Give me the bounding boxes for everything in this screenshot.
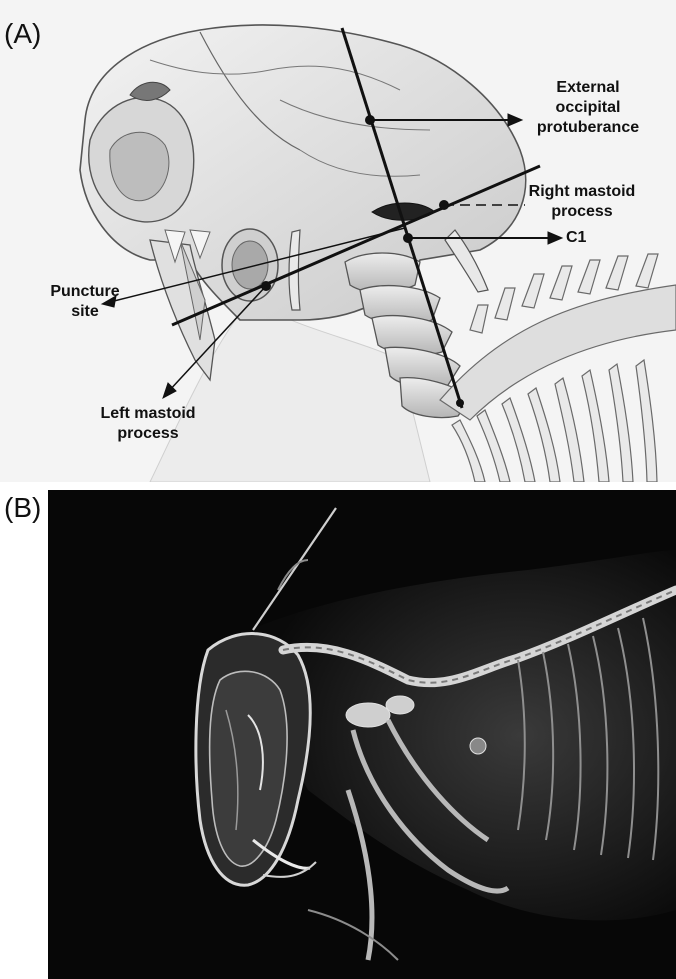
label-line: process: [522, 202, 642, 222]
label-external-occipital-protuberance: External occipital protuberance: [528, 78, 648, 138]
label-c1: C1: [566, 228, 606, 248]
label-right-mastoid-process: Right mastoid process: [522, 182, 642, 222]
label-puncture-site: Puncture site: [40, 282, 130, 322]
label-line: process: [88, 424, 208, 444]
label-line: protuberance: [528, 118, 648, 138]
label-line: site: [40, 302, 130, 322]
label-line: Left mastoid: [88, 404, 208, 424]
panel-a-letter: (A): [4, 18, 41, 50]
panel-b-letter: (B): [4, 492, 41, 524]
panel-a-anatomical-drawing: External occipital protuberance Right ma…: [0, 0, 676, 482]
label-line: Right mastoid: [522, 182, 642, 202]
xray-image: [48, 490, 676, 979]
label-line: C1: [566, 228, 606, 248]
label-line: External: [528, 78, 648, 98]
label-left-mastoid-process: Left mastoid process: [88, 404, 208, 444]
label-line: Puncture: [40, 282, 130, 302]
panel-b-radiograph: [48, 490, 676, 979]
label-line: occipital: [528, 98, 648, 118]
